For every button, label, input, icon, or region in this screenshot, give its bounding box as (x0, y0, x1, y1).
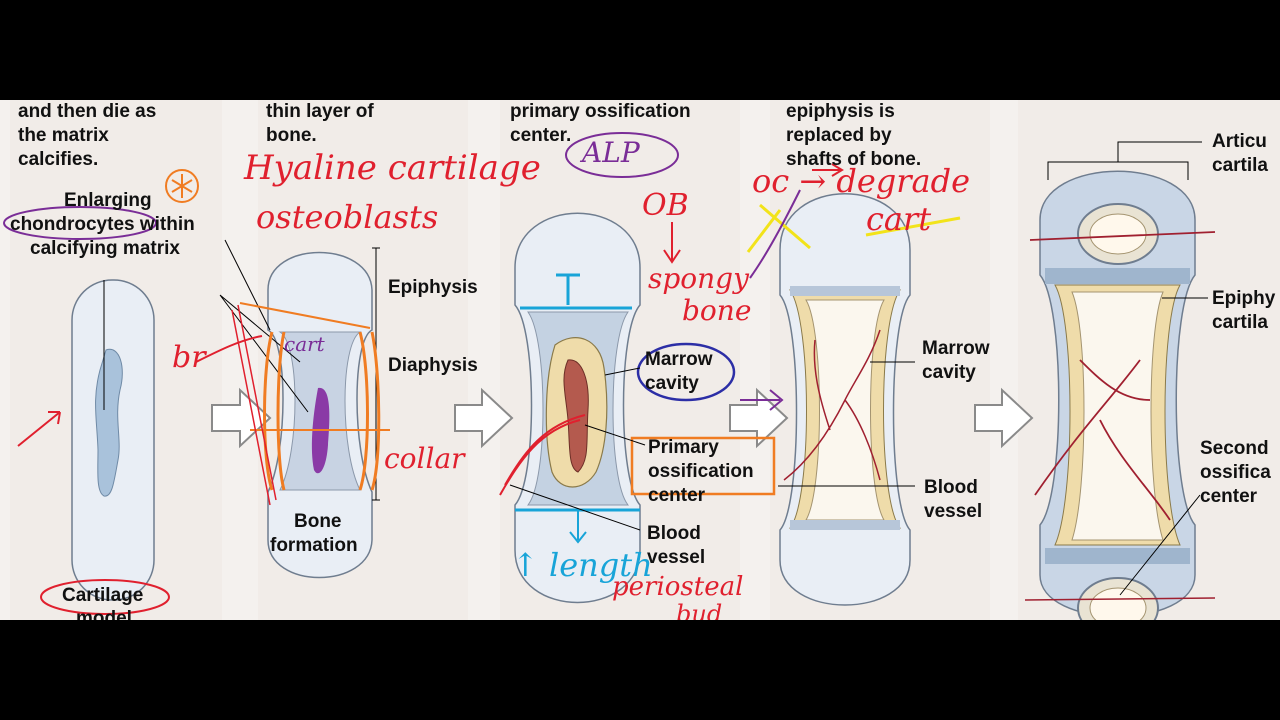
label-marrow-3: Marrow (645, 349, 713, 370)
caption-3-line-1: primary ossification (510, 101, 691, 122)
label-secondary: Second (1200, 438, 1269, 459)
annotation-hyaline: Hyaline cartilage (244, 148, 541, 188)
label-articular: Articu (1212, 131, 1267, 152)
br-arrow (195, 335, 263, 363)
step-arrow-1 (211, 387, 272, 449)
label-cavity-4: cavity (922, 362, 976, 383)
annotation-cart-small: cart (284, 332, 325, 356)
label-ossification: ossification (648, 461, 754, 482)
purple-marks-4 (740, 189, 801, 411)
label-secondary-center: center (1200, 486, 1258, 507)
label-epiphyseal: Epiphy (1212, 288, 1276, 309)
annotation-alp: ALP (582, 136, 640, 169)
annotation-bone: bone (682, 294, 752, 327)
label-marrow-4: Marrow (922, 338, 990, 359)
annotation-length: ↑ length (512, 546, 653, 584)
annotation-ob: OB (642, 188, 689, 223)
annotation-oc-degrade: oc → degrade (752, 162, 971, 200)
caption-4-line-1: epiphysis is (786, 101, 895, 122)
label-bone: Bone (294, 511, 342, 532)
yellow-cross (746, 203, 811, 253)
label-epiphyseal-cartilage: cartila (1212, 312, 1268, 333)
label-blood-4: Blood (924, 477, 978, 498)
label-formation: formation (270, 535, 358, 556)
vessel-annotation-2 (231, 304, 277, 506)
alp-circle (565, 132, 679, 178)
caption-4-line-3: shafts of bone. (786, 149, 922, 170)
step-arrow-4 (974, 387, 1034, 449)
panel-3-leader-lines (509, 367, 646, 531)
label-blood-3: Blood (647, 523, 701, 544)
marrow-cavity-circle (636, 342, 736, 402)
label-cartilage: Cartilage (62, 585, 144, 606)
marrow-cavity-drawing (779, 193, 911, 606)
label-epiphysis: Epiphysis (388, 277, 478, 298)
annotation-osteoblasts: osteoblasts (256, 198, 439, 236)
step-arrow-2 (454, 387, 514, 449)
secondary-ossification-drawing (1024, 170, 1216, 620)
diagram-drawing (3, 132, 1216, 620)
caption-1-line-3: calcifies. (18, 149, 99, 170)
label-model: model (76, 608, 132, 620)
caption-2-line-1: thin layer of (266, 101, 374, 122)
bone-collar-drawing (219, 239, 380, 579)
step-arrow-3 (729, 387, 789, 449)
panel-5-leader-lines (1119, 297, 1208, 596)
cartilage-model-drawing (71, 279, 155, 601)
annotation-br: br (172, 340, 206, 375)
label-vessel-4: vessel (924, 501, 983, 522)
down-arrow (569, 510, 587, 544)
collar-left-annotation (263, 331, 286, 491)
panel-4-leader-lines (778, 361, 915, 487)
ob-arrow (663, 222, 681, 264)
label-center-3: center (648, 485, 706, 506)
annotation-periosteal: periosteal (612, 572, 744, 602)
label-cavity-3: cavity (645, 373, 699, 394)
articular-bracket (1047, 141, 1202, 180)
caption-1-line-2: the matrix (18, 125, 109, 146)
label-diaphysis: Diaphysis (388, 355, 478, 376)
annotation-star-circle (165, 169, 199, 203)
collar-outline-annotation (239, 302, 390, 431)
collar-right-annotation (358, 331, 381, 491)
yellow-underline (865, 216, 961, 237)
cartilage-model-circle (40, 579, 170, 615)
label-articular-cartilage: cartila (1212, 155, 1268, 176)
label-chondrocytes: chondrocytes within (10, 214, 195, 235)
caption-2-line-2: bone. (266, 125, 317, 146)
chondrocytes-circle (3, 206, 157, 240)
label-calcifying-matrix: calcifying matrix (30, 238, 180, 259)
annotation-spongy: spongy (648, 262, 749, 295)
caption-4-line-2: replaced by (786, 125, 892, 146)
diagram-stage: and then die as the matrix calcifies. th… (0, 100, 1280, 620)
label-enlarging: Enlarging (64, 190, 152, 211)
annotation-collar: collar (384, 442, 465, 475)
label-secondary-ossification: ossifica (1200, 462, 1271, 483)
caption-3-line-2: center. (510, 125, 572, 146)
annotation-arrow-1 (17, 411, 61, 447)
i-marker (556, 273, 580, 305)
annotation-bud: bud (676, 600, 723, 620)
label-vessel-3: vessel (647, 547, 706, 568)
label-primary: Primary (648, 437, 719, 458)
primary-ossification-drawing (514, 212, 641, 604)
annotation-cart: cart (866, 200, 932, 238)
oc-arrow (812, 163, 844, 177)
primary-ossification-box (630, 436, 776, 496)
periosteal-bud-vessel (499, 414, 586, 496)
caption-1-line-1: and then die as (18, 101, 157, 122)
